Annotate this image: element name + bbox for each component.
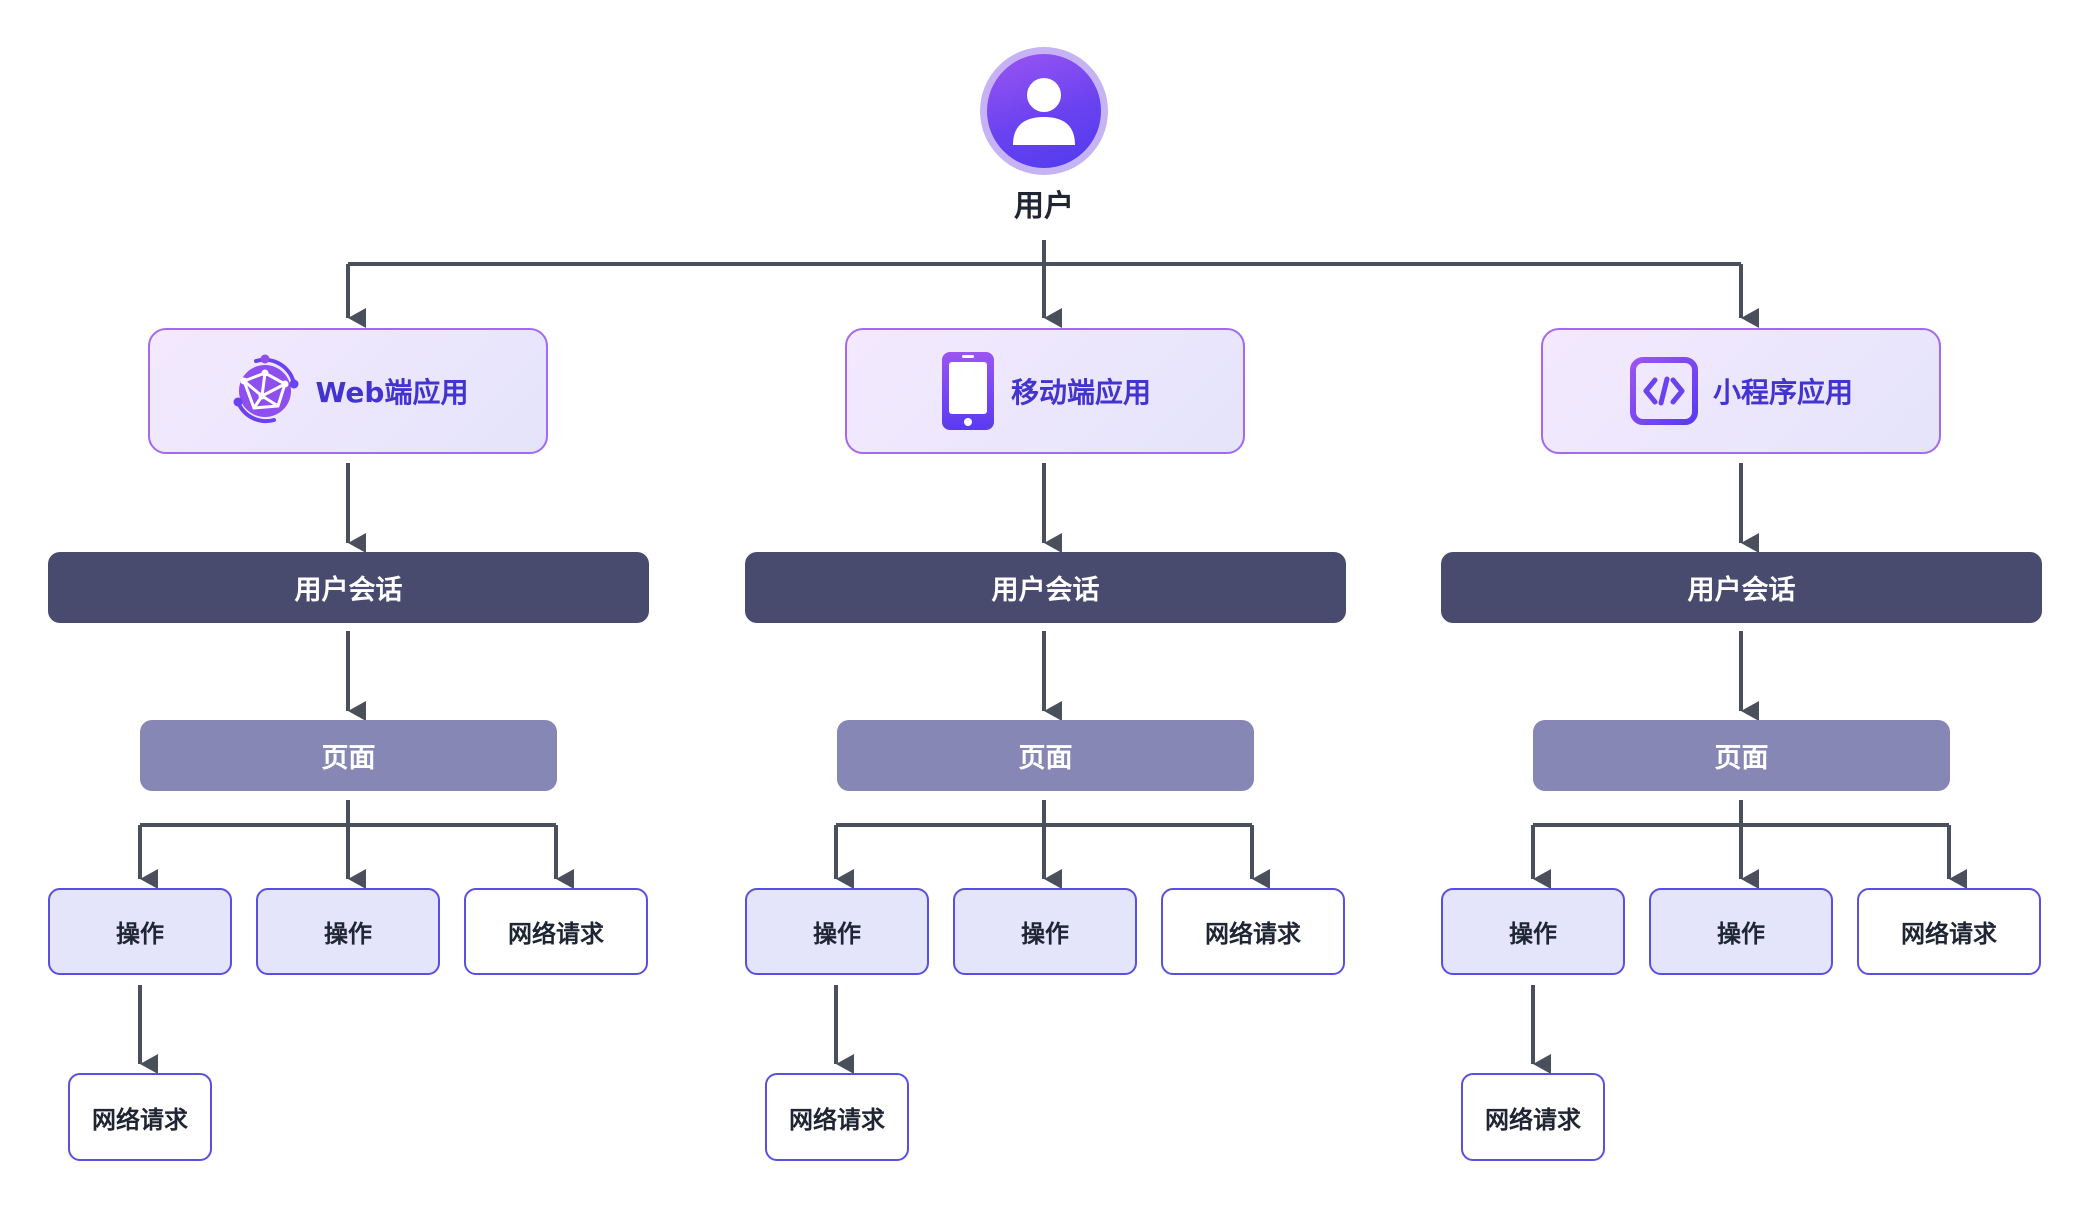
connector-mobile-page-bus — [836, 800, 1252, 827]
root-label: 用户 — [1014, 189, 1074, 224]
session-label: 用户会话 — [991, 575, 1100, 606]
page-node-mobile: 页面 — [837, 720, 1254, 791]
globe-network-icon — [228, 354, 302, 428]
request-node-mobile-2: 网络请求 — [765, 1073, 909, 1161]
operation-node-web-2: 操作 — [256, 888, 440, 975]
operation-label: 操作 — [1509, 920, 1557, 948]
page-label: 页面 — [321, 743, 376, 774]
request-label: 网络请求 — [508, 920, 604, 948]
request-label: 网络请求 — [1205, 920, 1301, 948]
page-node-web: 页面 — [140, 720, 557, 791]
user-avatar-inner — [987, 54, 1101, 168]
connector-web-page-bus — [140, 800, 556, 827]
operation-node-miniapp-1: 操作 — [1441, 888, 1625, 975]
page-label: 页面 — [1714, 743, 1769, 774]
page-label: 页面 — [1018, 743, 1073, 774]
operation-label: 操作 — [116, 920, 164, 948]
user-avatar-node — [980, 47, 1108, 175]
session-node-web: 用户会话 — [48, 552, 649, 623]
page-node-miniapp: 页面 — [1533, 720, 1950, 791]
request-label: 网络请求 — [1901, 920, 1997, 948]
app-node-mobile: 移动端应用 — [845, 328, 1245, 454]
request-node-web-1: 网络请求 — [464, 888, 648, 975]
connector-root-bus — [348, 240, 1741, 266]
operation-label: 操作 — [324, 920, 372, 948]
request-label: 网络请求 — [92, 1105, 188, 1134]
request-node-miniapp-2: 网络请求 — [1461, 1073, 1605, 1161]
operation-node-mobile-1: 操作 — [745, 888, 929, 975]
app-node-web: Web端应用 — [148, 328, 548, 454]
session-label: 用户会话 — [294, 575, 403, 606]
smartphone-icon — [939, 350, 997, 432]
operation-node-mobile-2: 操作 — [953, 888, 1137, 975]
app-label-mobile: 移动端应用 — [1010, 376, 1151, 409]
request-label: 网络请求 — [789, 1105, 885, 1134]
operation-node-miniapp-2: 操作 — [1649, 888, 1833, 975]
connector-miniapp-page-bus — [1533, 800, 1949, 827]
session-node-mobile: 用户会话 — [745, 552, 1346, 623]
operation-node-web-1: 操作 — [48, 888, 232, 975]
app-label-miniapp: 小程序应用 — [1712, 376, 1853, 409]
operation-label: 操作 — [813, 920, 861, 948]
request-label: 网络请求 — [1485, 1105, 1581, 1134]
session-node-miniapp: 用户会话 — [1441, 552, 2042, 623]
request-node-miniapp-1: 网络请求 — [1857, 888, 2041, 975]
code-brackets-icon — [1629, 356, 1699, 426]
session-label: 用户会话 — [1687, 575, 1796, 606]
user-icon — [1011, 75, 1077, 147]
app-node-miniapp: 小程序应用 — [1541, 328, 1941, 454]
request-node-mobile-1: 网络请求 — [1161, 888, 1345, 975]
app-label-web: Web端应用 — [315, 376, 469, 409]
operation-label: 操作 — [1717, 920, 1765, 948]
request-node-web-2: 网络请求 — [68, 1073, 212, 1161]
operation-label: 操作 — [1021, 920, 1069, 948]
